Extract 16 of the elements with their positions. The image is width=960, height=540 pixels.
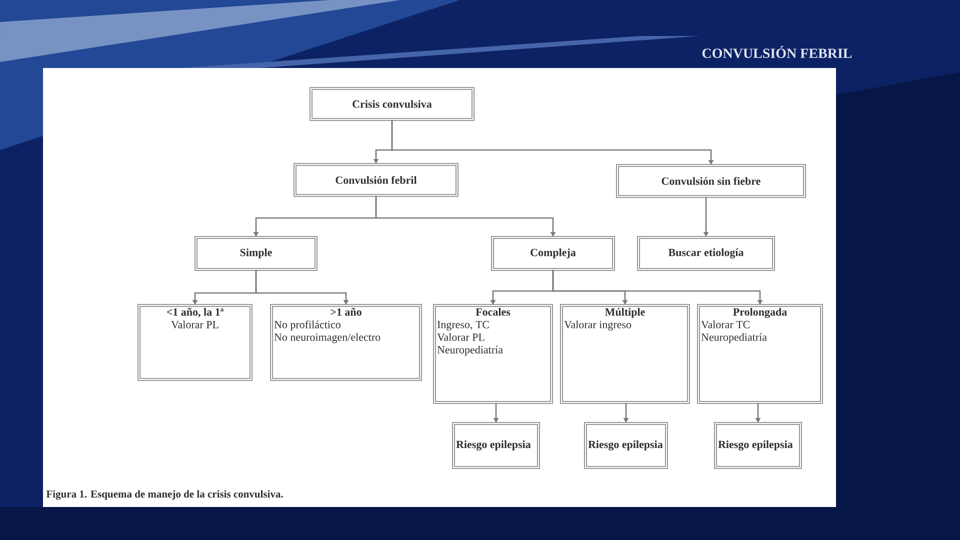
process-box: Buscar etiología bbox=[637, 236, 775, 271]
process-box: <1 año, la 1ª Valorar PL bbox=[138, 304, 252, 381]
process-box: Compleja bbox=[491, 236, 615, 271]
process-box: Convulsión febril bbox=[294, 163, 458, 197]
process-box: Crisis convulsiva bbox=[310, 87, 474, 121]
process-box: Riesgo epilepsia bbox=[584, 422, 668, 469]
process-box: Riesgo epilepsia bbox=[452, 422, 540, 469]
process-box: Prolongada Valorar TC Neuropediatría bbox=[697, 304, 823, 404]
process-box: Riesgo epilepsia bbox=[714, 422, 802, 469]
process-box: Simple bbox=[194, 236, 318, 271]
slide-title: CONVULSIÓN FEBRIL bbox=[702, 46, 852, 58]
figure-caption: Figura 1. Esquema de manejo de la crisis convulsiva. bbox=[46, 490, 283, 500]
process-box: Focales Ingreso, TC Valorar PL Neuropediatría bbox=[433, 304, 553, 404]
process-box: Convulsión sin fiebre bbox=[616, 164, 806, 198]
process-box: Múltiple Valorar ingreso bbox=[560, 304, 690, 404]
process-box: >1 año No profiláctico No neuroimagen/electro bbox=[270, 304, 422, 381]
